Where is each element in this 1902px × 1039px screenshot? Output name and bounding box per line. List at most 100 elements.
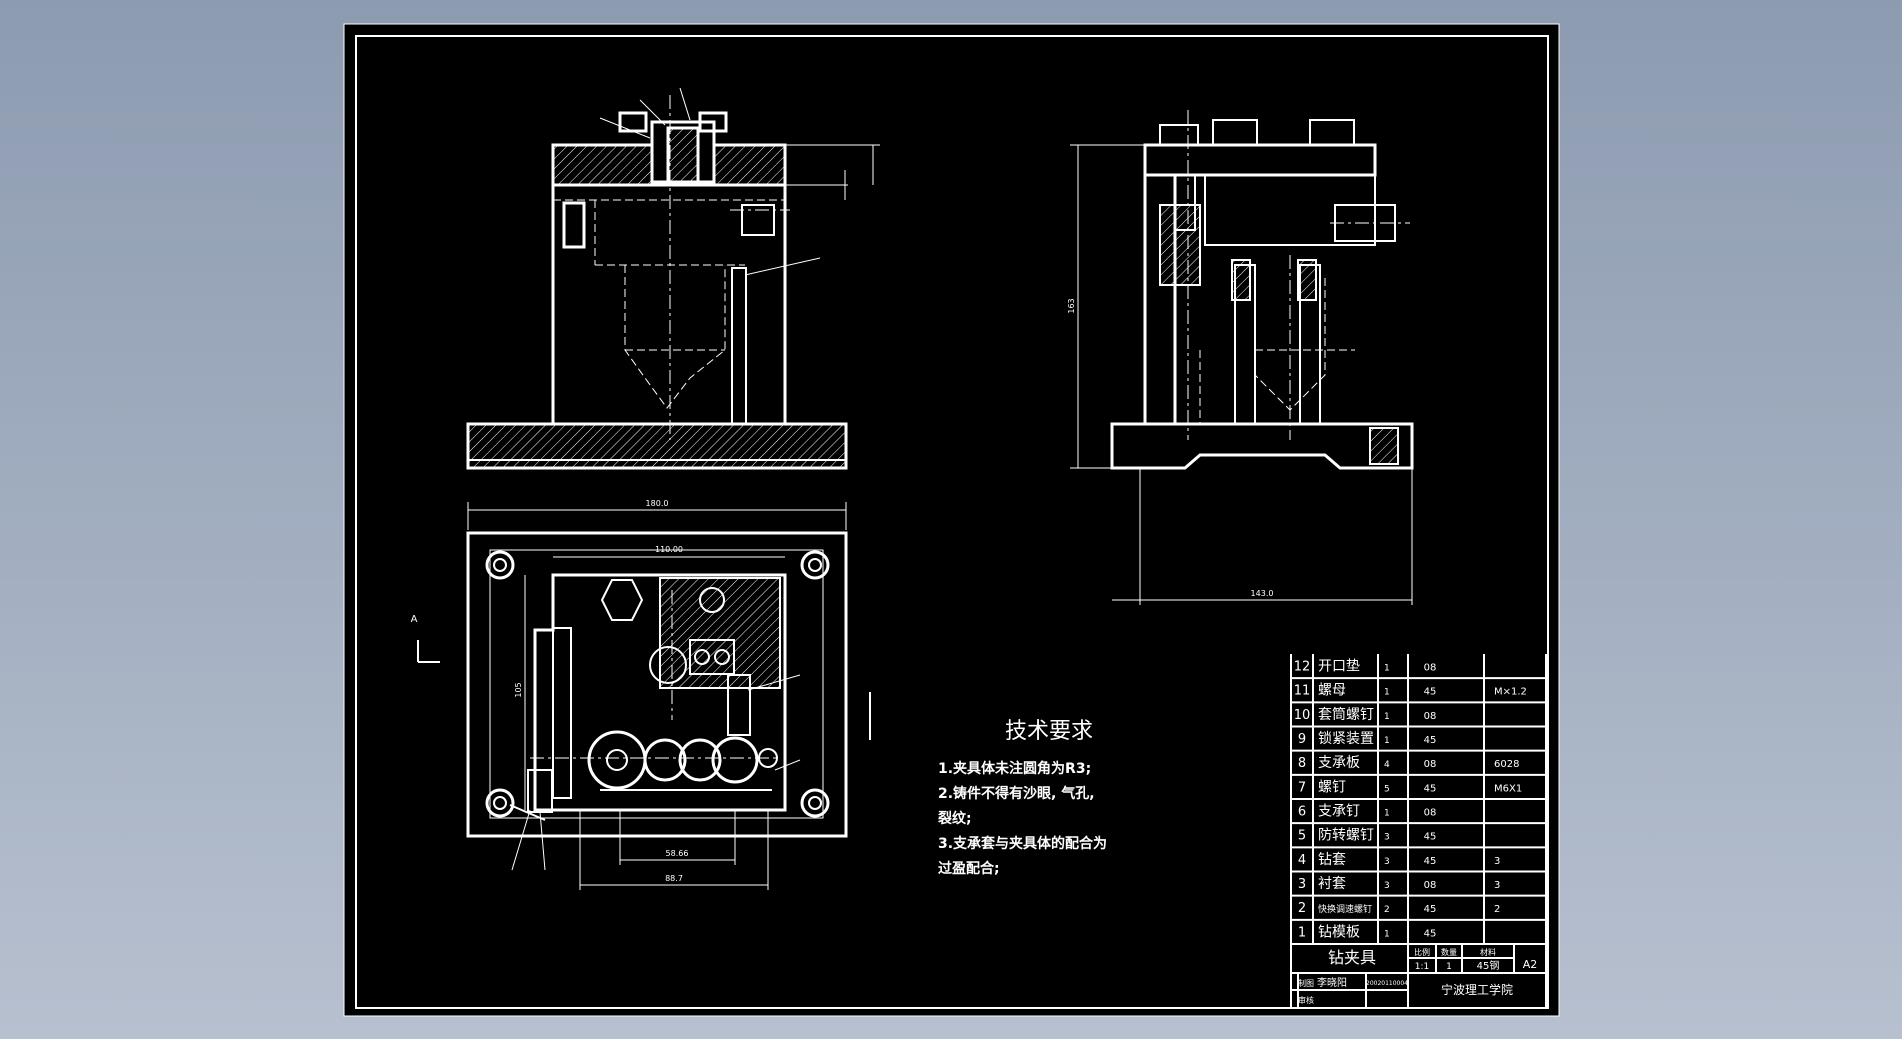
parts-list-qty: 1 bbox=[1384, 688, 1390, 698]
title-block-qty: 1 bbox=[1446, 962, 1452, 972]
outer-frame bbox=[343, 23, 1560, 1017]
bolt-hole-tr bbox=[800, 550, 830, 580]
title-block-check-label: 审核 bbox=[1298, 995, 1314, 1005]
parts-list-qty: 5 bbox=[1384, 784, 1390, 794]
bolt-hole-br bbox=[800, 788, 830, 818]
parts-list-name: 钻模板 bbox=[1318, 924, 1360, 940]
drill-bush-3 bbox=[678, 738, 722, 782]
section-mark: A bbox=[411, 614, 418, 625]
parts-list-name: 支承钉 bbox=[1318, 803, 1360, 819]
tech-req-line-3: 裂纹; bbox=[937, 810, 972, 827]
front-view bbox=[466, 87, 880, 470]
bolt-hole-tl bbox=[485, 550, 515, 580]
parts-list-no: 6 bbox=[1298, 804, 1306, 819]
dim-plan-inner: 110.00 bbox=[655, 545, 683, 554]
parts-list-material: 45 bbox=[1424, 832, 1437, 843]
parts-list-name: 螺钉 bbox=[1318, 779, 1346, 795]
parts-list-material: 08 bbox=[1424, 759, 1437, 770]
dim-plan-bottom1: 58.66 bbox=[666, 849, 689, 858]
title-block-header-material: 材料 bbox=[1480, 947, 1496, 957]
parts-list-name: 开口垫 bbox=[1318, 658, 1360, 674]
title-block-header-scale: 比例 bbox=[1414, 947, 1430, 957]
parts-list-name: 快换调速螺钉 bbox=[1318, 903, 1372, 915]
parts-list-name: 锁紧装置 bbox=[1318, 731, 1374, 747]
tech-req-line-1: 1.夹具体未注圆角为R3; bbox=[938, 760, 1091, 777]
parts-list-note: 3 bbox=[1494, 856, 1500, 867]
parts-list-material: 45 bbox=[1424, 687, 1437, 698]
parts-list-material: 08 bbox=[1424, 807, 1437, 818]
dim-front-width: 180.0 bbox=[646, 499, 669, 508]
title-block bbox=[1290, 943, 1547, 1009]
dim-side-width: 143.0 bbox=[1251, 589, 1274, 598]
parts-list-material: 45 bbox=[1424, 904, 1437, 915]
parts-list-qty: 3 bbox=[1384, 833, 1390, 843]
parts-list-note: 6028 bbox=[1494, 759, 1519, 770]
parts-list-material: 08 bbox=[1424, 880, 1437, 891]
parts-list-no: 10 bbox=[1294, 708, 1311, 723]
tech-req-title: 技术要求 bbox=[1005, 719, 1093, 744]
parts-list-no: 8 bbox=[1298, 756, 1306, 771]
bolt-hole-bl bbox=[485, 788, 515, 818]
parts-list-material: 45 bbox=[1424, 735, 1437, 746]
front-base-plate bbox=[466, 422, 848, 470]
parts-list-qty: 3 bbox=[1384, 857, 1390, 867]
parts-list-no: 7 bbox=[1298, 780, 1306, 795]
tech-req-line-5: 过盈配合; bbox=[938, 860, 1000, 877]
parts-list-note: M6X1 bbox=[1494, 783, 1522, 794]
parts-list-qty: 4 bbox=[1384, 760, 1390, 770]
parts-list-name: 钻套 bbox=[1318, 852, 1346, 868]
parts-list-qty: 1 bbox=[1384, 736, 1390, 746]
parts-list-name: 衬套 bbox=[1318, 876, 1346, 892]
title-block-drawer: 李晓阳 bbox=[1317, 976, 1347, 989]
side-base bbox=[1110, 422, 1414, 470]
tech-req-line-4: 3.支承套与夹具体的配合为 bbox=[938, 835, 1107, 852]
title-block-material: 45钢 bbox=[1477, 959, 1500, 972]
parts-list-no: 11 bbox=[1294, 684, 1311, 699]
title-block-drawn-label: 制图 bbox=[1298, 978, 1314, 988]
parts-list-qty: 1 bbox=[1384, 663, 1390, 673]
parts-list-qty: 3 bbox=[1384, 881, 1390, 891]
drill-bush-4 bbox=[711, 736, 759, 784]
parts-list-note: 2 bbox=[1494, 904, 1500, 915]
dim-plan-bottom2: 88.7 bbox=[665, 874, 683, 883]
parts-list-material: 45 bbox=[1424, 856, 1437, 867]
plan-view bbox=[417, 502, 871, 890]
drawing-sheet bbox=[344, 24, 1559, 1016]
dim-plan-depth: 105 bbox=[514, 682, 523, 697]
parts-list-no: 1 bbox=[1298, 925, 1306, 940]
parts-list-no: 4 bbox=[1298, 853, 1306, 868]
title-block-sheet-size: A2 bbox=[1523, 958, 1538, 971]
drill-bush-2 bbox=[643, 738, 687, 782]
parts-list-name: 套筒螺钉 bbox=[1318, 706, 1374, 723]
parts-list-no: 5 bbox=[1298, 829, 1306, 844]
parts-list-no: 9 bbox=[1298, 732, 1306, 747]
parts-list-no: 3 bbox=[1298, 877, 1306, 892]
tech-req-line-2: 2.铸件不得有沙眼, 气孔, bbox=[938, 785, 1095, 802]
title-block-name: 钻夹具 bbox=[1328, 948, 1376, 967]
parts-list-no: 2 bbox=[1298, 901, 1306, 916]
parts-list-material: 45 bbox=[1424, 783, 1437, 794]
parts-list-note: M×1.2 bbox=[1494, 687, 1527, 698]
parts-list-material: 45 bbox=[1424, 928, 1437, 939]
title-block-header-qty: 数量 bbox=[1441, 947, 1457, 957]
parts-list-qty: 1 bbox=[1384, 929, 1390, 939]
title-block-school: 宁波理工学院 bbox=[1441, 982, 1513, 997]
parts-list-name: 螺母 bbox=[1318, 683, 1346, 699]
parts-list-qty: 2 bbox=[1384, 905, 1390, 915]
inner-frame bbox=[355, 35, 1549, 1009]
parts-list-note: 3 bbox=[1494, 880, 1500, 891]
parts-list-material: 08 bbox=[1424, 711, 1437, 722]
title-block-drawing-no: 20020110004 bbox=[1366, 980, 1408, 987]
side-view bbox=[1070, 110, 1414, 605]
parts-list-no: 12 bbox=[1294, 659, 1311, 674]
title-block-scale: 1:1 bbox=[1415, 962, 1429, 972]
parts-list-qty: 1 bbox=[1384, 712, 1390, 722]
parts-list-material: 08 bbox=[1424, 662, 1437, 673]
dim-side-height: 163 bbox=[1067, 298, 1076, 313]
parts-list-name: 防转螺钉 bbox=[1318, 828, 1374, 844]
plan-base-outline bbox=[466, 531, 848, 838]
parts-list-qty: 1 bbox=[1384, 808, 1390, 818]
parts-list-name: 支承板 bbox=[1318, 755, 1360, 771]
